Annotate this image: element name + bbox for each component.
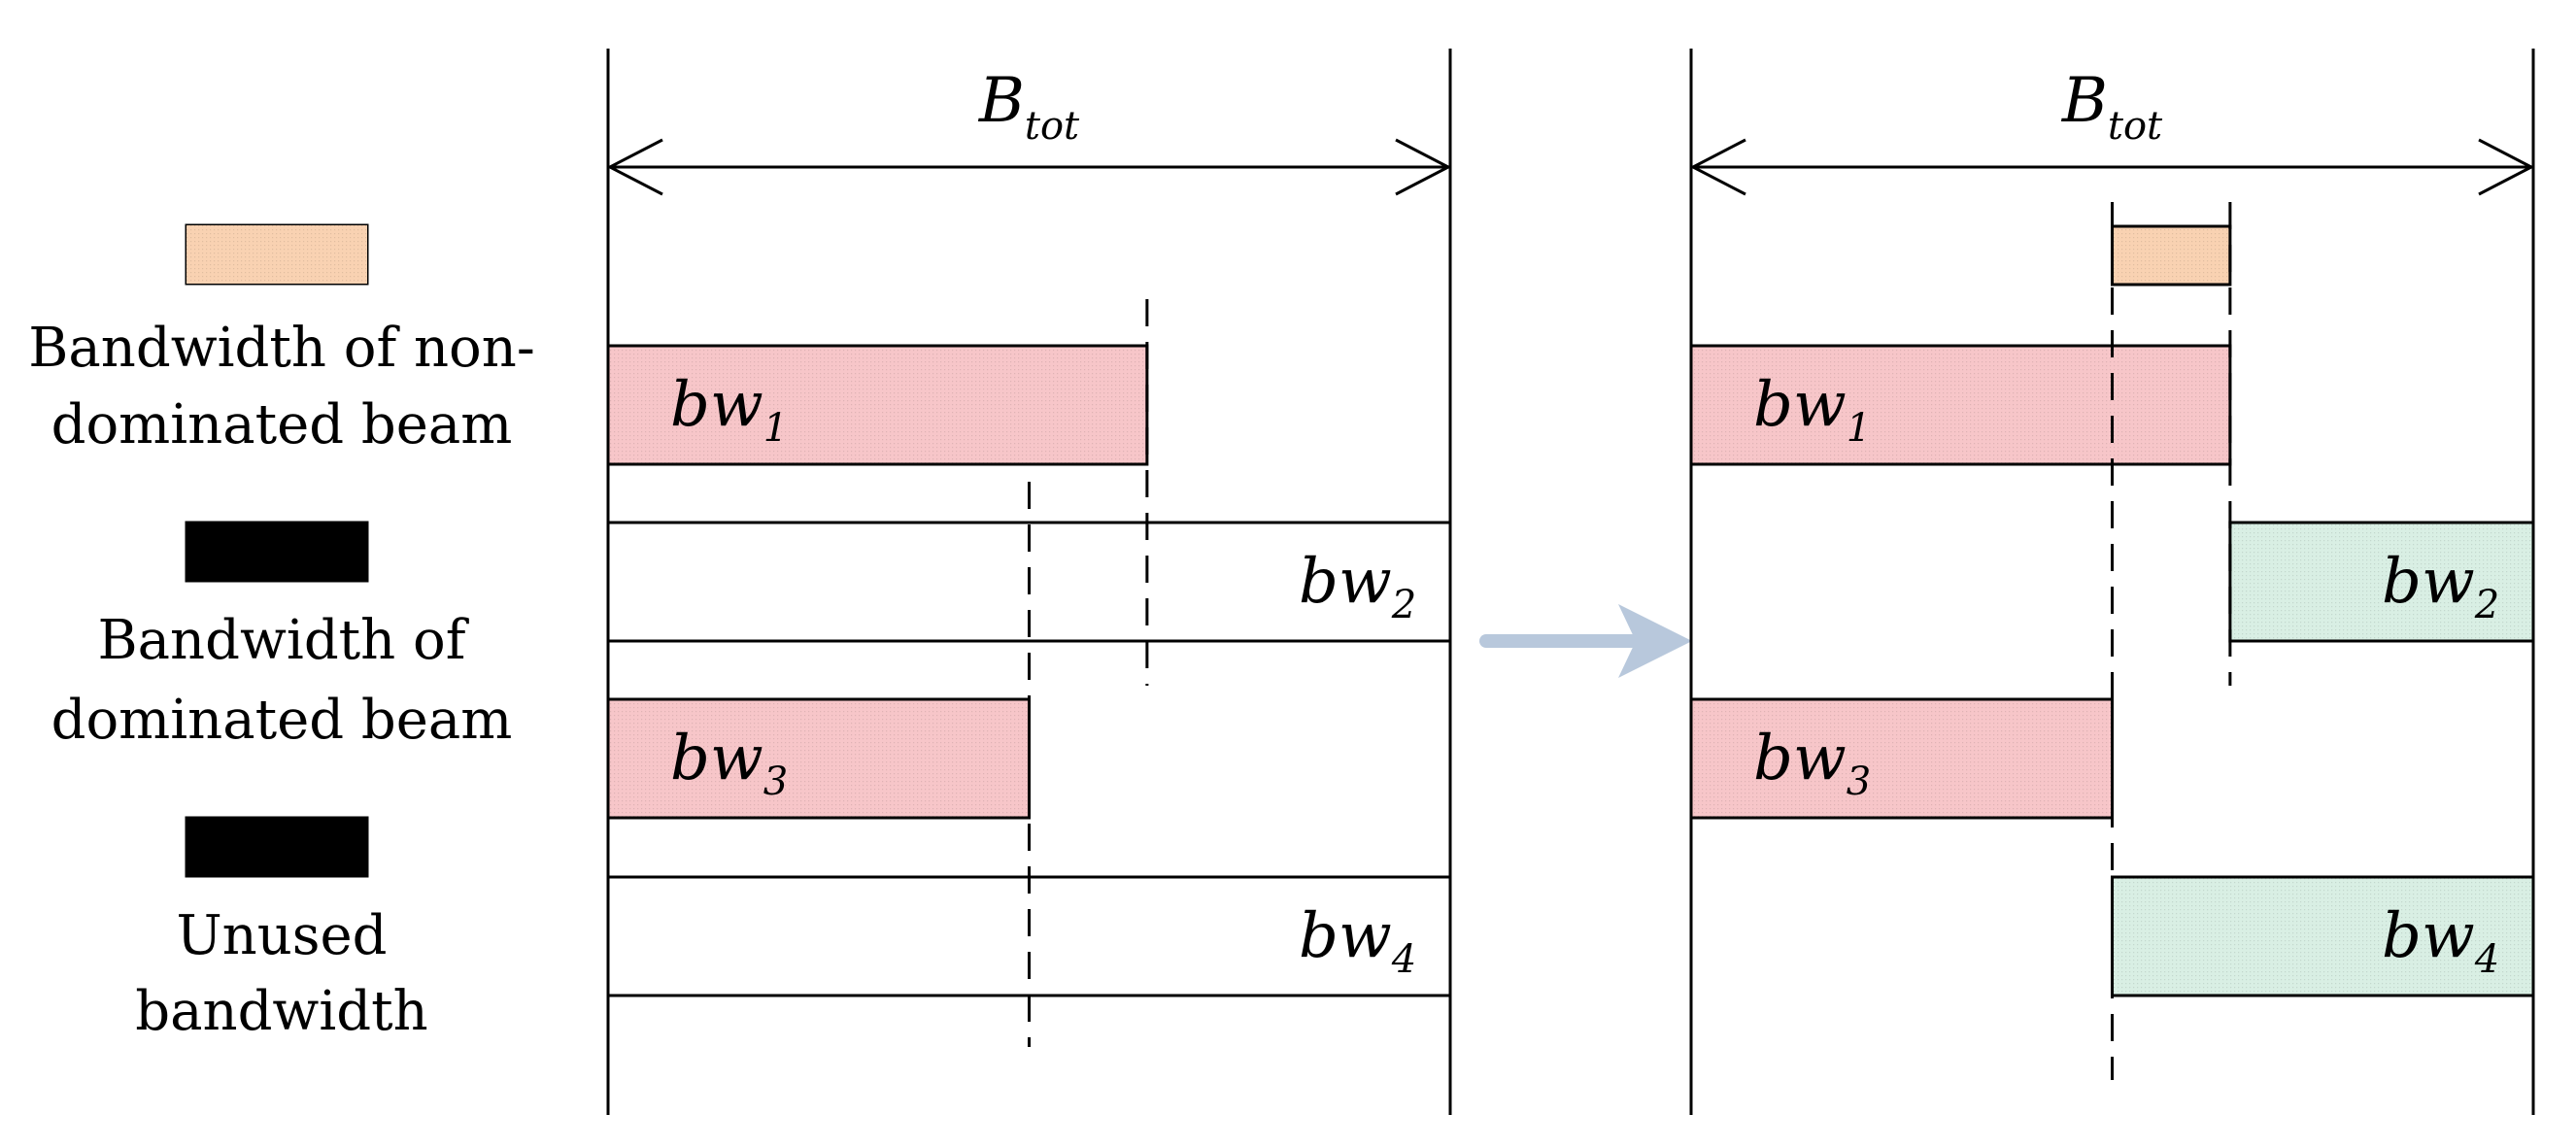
- legend-swatch-texture: [186, 225, 367, 284]
- beam-2-label: bw2: [1299, 546, 1416, 627]
- panel-after: Btot bw1 bw2 bw3 bw4: [1689, 49, 2535, 1115]
- legend-label-line: bandwidth: [135, 980, 427, 1043]
- total-bandwidth-arrow: [606, 138, 1452, 196]
- beam-1-label: bw1: [1753, 369, 1871, 451]
- panel-before: Btot bw1 bw2 bw3 bw4: [606, 49, 1452, 1115]
- beam-1-bar: [606, 344, 1149, 466]
- beam-1-label: bw1: [670, 369, 788, 451]
- legend-label-line: Bandwidth of non-: [28, 317, 535, 380]
- legend-item-non-dominated: Bandwidth of non- dominated beam: [28, 223, 535, 456]
- beam-3-bar: [606, 697, 1031, 820]
- total-bandwidth-label: Btot: [2061, 65, 2163, 149]
- transition-arrow-icon: [1479, 604, 1692, 678]
- legend-swatch-dominated: [185, 521, 369, 583]
- beam-4-label: bw4: [2382, 900, 2499, 982]
- beam-1-bar: [1689, 344, 2232, 466]
- legend-swatch-unused: [185, 816, 369, 878]
- legend-label-line: dominated beam: [51, 393, 513, 456]
- legend-item-dominated: Bandwidth of dominated beam: [51, 521, 513, 752]
- beam-3-bar: [1689, 697, 2114, 820]
- legend-item-unused: Unused bandwidth: [135, 816, 428, 1043]
- legend-label-line: Bandwidth of: [98, 609, 470, 672]
- unused-bandwidth-bar: [2111, 224, 2232, 287]
- total-bandwidth-label: Btot: [978, 65, 1080, 149]
- total-bandwidth-arrow: [1689, 138, 2535, 196]
- beam-4-bar: [2111, 875, 2535, 997]
- beam-3-label: bw3: [1753, 723, 1871, 804]
- beam-2-bar: [608, 521, 1450, 643]
- beam-3-label: bw3: [670, 723, 788, 804]
- legend: Bandwidth of non- dominated beam Bandwid…: [28, 223, 535, 1043]
- beam-4-label: bw4: [1299, 900, 1416, 982]
- beam-2-bar: [2228, 521, 2535, 643]
- legend-label-line: Unused: [176, 904, 387, 967]
- beam-2-label: bw2: [2382, 546, 2499, 627]
- legend-label-line: dominated beam: [51, 689, 513, 752]
